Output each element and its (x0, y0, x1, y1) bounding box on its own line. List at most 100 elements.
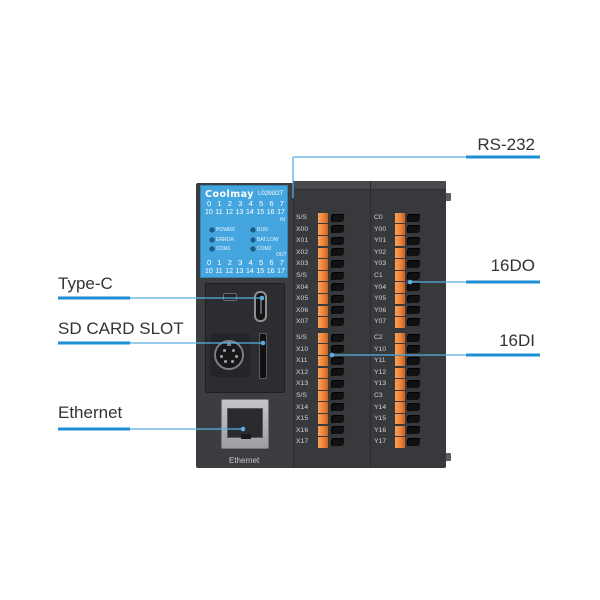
di-terminal-label: X13 (296, 380, 309, 388)
di-terminal-label: X00 (296, 225, 309, 233)
channel-number: 0 (207, 258, 212, 267)
ethernet-callout-label: Ethernet (58, 403, 123, 422)
rs232-mini-din-port-icon (214, 340, 244, 370)
do-terminal-label: Y00 (374, 225, 387, 233)
do-terminal-clamp (395, 270, 405, 282)
channel-number: 5 (258, 199, 264, 208)
do-terminal-label: Y11 (374, 357, 386, 365)
do-terminal-clamp (395, 437, 405, 448)
rj45-latch-notch (241, 434, 251, 439)
com2-led-icon (251, 247, 255, 251)
do-terminal-label: Y15 (374, 415, 387, 423)
do-terminal-clamp (395, 332, 405, 344)
do-terminal-screw-hole (407, 225, 421, 235)
do-terminal-clamp (395, 305, 405, 317)
channel-number: 4 (248, 258, 253, 267)
din-pin (235, 355, 238, 358)
channel-number: 14 (245, 268, 254, 275)
do-terminal-screw-hole (407, 248, 421, 258)
do-terminal-screw-hole (407, 403, 421, 413)
do-terminal-label: Y04 (374, 283, 387, 291)
channel-number: 1 (217, 199, 222, 208)
do-leader (407, 279, 540, 285)
di-terminal-screw-hole (331, 414, 345, 424)
channel-number: 13 (235, 209, 244, 216)
do-terminal-screw-hole (407, 306, 421, 316)
ethernet-leader (58, 426, 246, 432)
channel-number: 13 (235, 268, 244, 275)
do-terminal-screw-hole (407, 345, 421, 355)
di-terminal-screw-hole (331, 426, 345, 436)
di-terminal-screw-hole (331, 248, 345, 258)
run-indicator-label: RUN (257, 227, 268, 233)
do-terminal-clamp (395, 317, 405, 328)
do-terminal-label: Y10 (374, 345, 387, 353)
di-terminal-label: X01 (296, 237, 309, 245)
do-terminal-label: C3 (374, 392, 383, 399)
do-terminal-clamp (395, 425, 405, 437)
di-terminal-screw-hole (331, 437, 345, 447)
di-terminal-screw-hole (331, 306, 345, 316)
do-terminal-label: Y07 (374, 318, 387, 326)
di-terminal-label: X12 (296, 368, 309, 376)
do-terminal-screw-hole (407, 356, 421, 366)
channel-number: 17 (277, 268, 285, 275)
di-terminal-clamp (318, 259, 328, 270)
channel-number: 0 (207, 199, 212, 208)
input-section-label: IN (280, 217, 285, 223)
di-terminal-clamp (318, 235, 328, 247)
do-terminal-label: C0 (374, 214, 383, 221)
di-terminal-screw-hole (331, 271, 345, 281)
di-terminal-label: X17 (296, 438, 309, 446)
com1-indicator-label: COM1 (216, 246, 231, 252)
sd-card-slot-icon (259, 333, 267, 379)
di-terminal-clamp (318, 224, 328, 235)
run-led-icon (251, 228, 255, 232)
digital-output-callout-label: 16DO (490, 256, 535, 275)
do-terminal-clamp (395, 367, 405, 379)
channel-number: 14 (245, 209, 254, 216)
di-terminal-clamp (318, 344, 328, 355)
channel-number: 16 (266, 268, 275, 275)
channel-number: 1 (217, 258, 222, 267)
digital-input-callout-label: 16DI (499, 331, 535, 350)
di-terminal-screw-hole (331, 283, 345, 293)
di-terminal-screw-hole (331, 236, 345, 246)
channel-number: 2 (227, 258, 232, 267)
di-terminal-screw-hole (331, 317, 345, 327)
di-terminal-clamp (318, 247, 328, 259)
di-terminal-label: X16 (296, 426, 309, 434)
do-terminal-label: Y05 (374, 295, 387, 303)
output-section-label: OUT (276, 252, 287, 258)
power-indicator-label: POWER (216, 227, 235, 233)
do-terminal-clamp (395, 212, 405, 224)
di-terminal-screw-hole (331, 356, 345, 366)
channel-number: 6 (269, 258, 274, 267)
din-key-notch (227, 342, 231, 346)
do-terminal-screw-hole (407, 391, 421, 401)
rs232-leader (292, 155, 540, 198)
power-led-icon (210, 228, 214, 232)
di-terminal-screw-hole (331, 333, 345, 343)
di-terminal-clamp (318, 367, 328, 379)
din-pin (224, 360, 227, 363)
di-terminal-clamp (318, 425, 328, 437)
do-terminal-screw-hole (407, 259, 421, 269)
di-leader-end-dot (329, 352, 335, 358)
module-top-edge (294, 181, 370, 190)
module-top-edge (371, 181, 446, 190)
do-terminal-clamp (395, 224, 405, 235)
do-terminal-screw-hole (407, 437, 421, 447)
do-terminal-label: Y17 (374, 438, 387, 446)
rj45-opening (227, 408, 263, 439)
do-terminal-screw-hole (407, 379, 421, 389)
type-c-tongue (259, 299, 262, 314)
error-led-icon (210, 238, 214, 242)
do-terminal-label: Y02 (374, 248, 387, 256)
com2-indicator-label: COM2 (257, 246, 272, 252)
brand-logo-text: Coolmay (205, 189, 254, 200)
do-terminal-label: Y16 (374, 426, 387, 434)
di-terminal-clamp (318, 379, 328, 390)
